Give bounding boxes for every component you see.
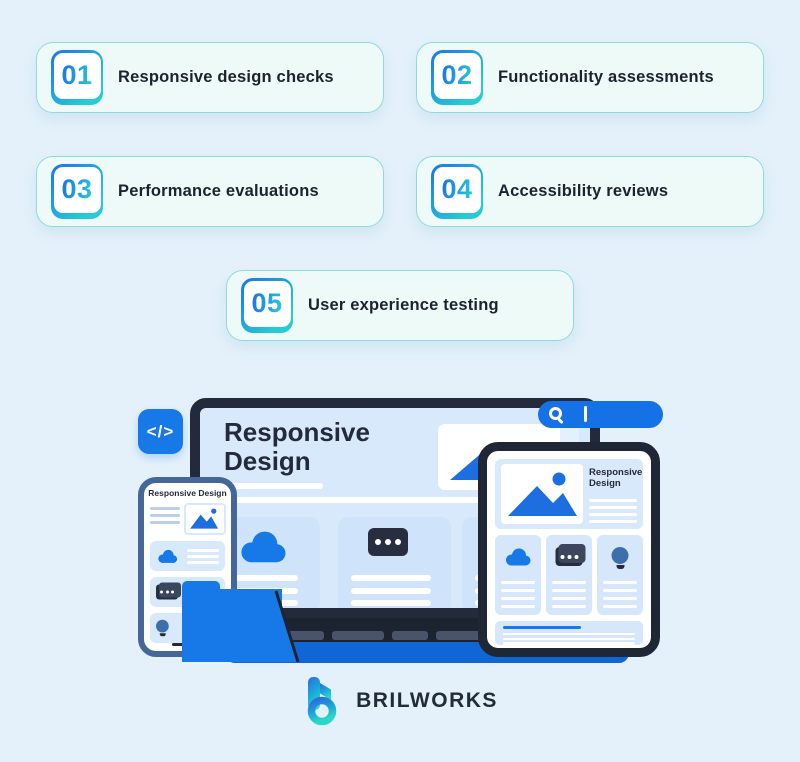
step-number-badge: 03	[51, 164, 103, 219]
placeholder-line	[150, 521, 180, 524]
step-number: 01	[61, 60, 93, 91]
folder-icon	[180, 581, 300, 662]
placeholder-line	[501, 605, 535, 608]
phone-hero-block	[150, 503, 226, 537]
cloud-icon	[503, 547, 533, 566]
placeholder-line	[150, 514, 180, 517]
placeholder-line	[603, 589, 637, 592]
search-icon	[549, 407, 562, 420]
image-placeholder-icon	[184, 503, 226, 535]
key	[288, 631, 324, 640]
placeholder-line	[589, 499, 637, 502]
step-card-5: 05 User experience testing	[226, 270, 574, 341]
placeholder-line	[552, 597, 586, 600]
badge-inner: 05	[243, 280, 291, 327]
placeholder-line	[603, 597, 637, 600]
tablet-heading: Responsive Design	[589, 467, 643, 490]
step-number: 03	[61, 174, 93, 205]
chat-icon	[555, 544, 586, 566]
step-card-1: 01 Responsive design checks	[36, 42, 384, 113]
brilworks-logo-icon	[307, 677, 337, 726]
step-label: User experience testing	[308, 296, 499, 314]
tablet-card	[546, 535, 592, 615]
placeholder-line	[503, 642, 635, 645]
placeholder-line	[501, 581, 535, 584]
step-number-badge: 01	[51, 50, 103, 105]
tablet-card	[495, 535, 541, 615]
placeholder-line	[351, 575, 431, 581]
placeholder-line	[503, 632, 635, 635]
step-number: 05	[251, 288, 283, 319]
step-number-badge: 02	[431, 50, 483, 105]
bulb-icon	[156, 619, 169, 637]
step-card-4: 04 Accessibility reviews	[416, 156, 764, 227]
step-number-badge: 04	[431, 164, 483, 219]
placeholder-line	[589, 506, 637, 509]
bulb-icon	[611, 547, 629, 569]
placeholder-line	[552, 589, 586, 592]
placeholder-line	[351, 600, 431, 606]
text-cursor-icon	[584, 406, 587, 422]
placeholder-line	[501, 597, 535, 600]
key	[436, 631, 492, 640]
step-label: Functionality assessments	[498, 68, 714, 86]
code-icon: </>	[138, 409, 183, 454]
tablet-footer-strip	[495, 621, 643, 645]
key	[332, 631, 384, 640]
placeholder-line	[589, 520, 637, 523]
step-label: Accessibility reviews	[498, 182, 669, 200]
placeholder-line	[589, 513, 637, 516]
step-number: 02	[441, 60, 473, 91]
placeholder-line	[223, 483, 323, 489]
placeholder-line	[603, 605, 637, 608]
tablet-card	[597, 535, 643, 615]
badge-inner: 04	[433, 166, 481, 213]
placeholder-line	[187, 555, 219, 558]
placeholder-line	[218, 575, 298, 581]
search-bar	[538, 401, 663, 428]
responsive-design-illustration: Responsive Design	[130, 385, 675, 670]
step-card-2: 02 Functionality assessments	[416, 42, 764, 113]
placeholder-line	[503, 637, 635, 640]
chat-icon	[368, 524, 412, 556]
placeholder-line	[552, 605, 586, 608]
step-card-3: 03 Performance evaluations	[36, 156, 384, 227]
step-number-badge: 05	[241, 278, 293, 333]
tablet: Responsive Design	[478, 442, 660, 657]
brand-footer: BRILWORKS	[0, 676, 800, 726]
cloud-icon	[236, 528, 290, 564]
placeholder-line	[187, 549, 219, 552]
chat-icon	[156, 582, 181, 600]
placeholder-line	[223, 497, 563, 503]
placeholder-line	[603, 581, 637, 584]
key	[392, 631, 428, 640]
step-label: Performance evaluations	[118, 182, 319, 200]
cloud-icon	[156, 549, 179, 564]
placeholder-line	[187, 561, 219, 564]
brand-name: BRILWORKS	[356, 689, 498, 712]
step-number: 04	[441, 174, 473, 205]
tablet-hero-panel: Responsive Design	[495, 459, 643, 529]
badge-inner: 01	[53, 52, 101, 99]
phone-heading: Responsive Design	[148, 488, 227, 498]
badge-inner: 02	[433, 52, 481, 99]
placeholder-line-accent	[503, 626, 581, 629]
laptop-heading: Responsive Design	[224, 417, 370, 477]
image-placeholder-icon	[501, 464, 583, 524]
placeholder-line	[150, 507, 180, 510]
badge-inner: 03	[53, 166, 101, 213]
placeholder-line	[351, 588, 431, 594]
step-label: Responsive design checks	[118, 68, 334, 86]
placeholder-line	[501, 589, 535, 592]
placeholder-line	[552, 581, 586, 584]
phone-list-row	[150, 541, 225, 571]
